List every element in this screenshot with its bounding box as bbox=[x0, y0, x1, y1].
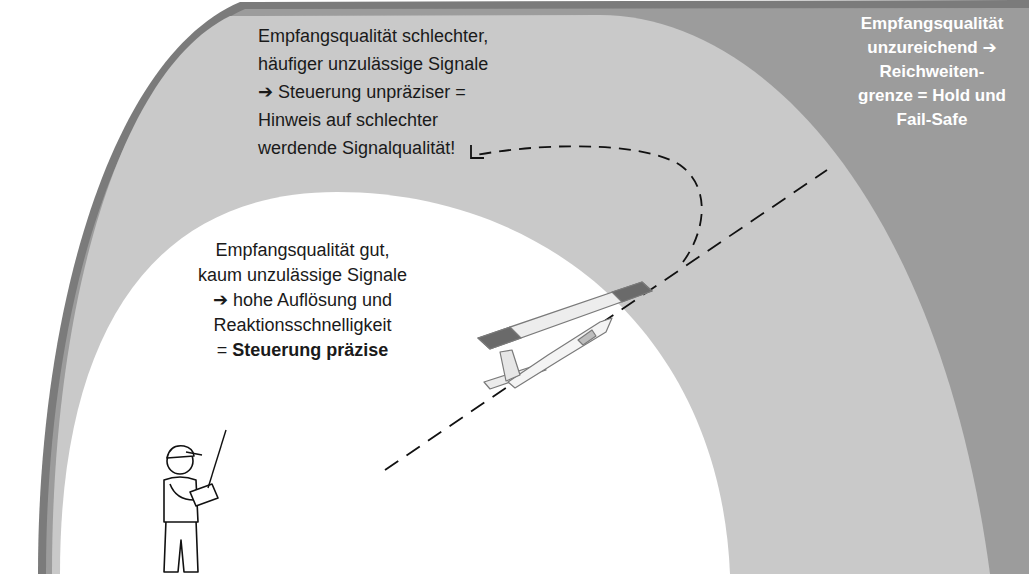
transmitter-antenna bbox=[208, 430, 226, 488]
airplane-cockpit bbox=[578, 330, 596, 345]
flight-loop bbox=[476, 146, 702, 262]
zone-text-block: Empfangsqualität schlechter, häufiger un… bbox=[258, 22, 503, 162]
pilot-cap-brim bbox=[186, 452, 202, 455]
zone-text-holder: Empfangsqualität gut, kaum unzulässige S… bbox=[195, 238, 410, 363]
flight-line bbox=[385, 170, 827, 470]
wing-tip-stripes bbox=[612, 282, 652, 302]
zone-text-holder: Empfangsqualität unzureichend ➔ Reichwei… bbox=[852, 12, 1012, 132]
zone-text-holder: Empfangsqualität schlechter, häufiger un… bbox=[258, 22, 503, 162]
zone-text-block: Empfangsqualität gut, kaum unzulässige S… bbox=[195, 238, 410, 363]
zone-fill bbox=[38, 0, 1029, 574]
zone-text: Steuerung präzise bbox=[232, 340, 388, 360]
loop-arrowhead bbox=[471, 145, 484, 158]
zone-text: Empfangsqualität schlechter, häufiger un… bbox=[258, 26, 488, 158]
pilot-figure bbox=[164, 430, 226, 572]
pilot-legs bbox=[164, 520, 198, 572]
transmitter bbox=[190, 484, 218, 506]
zone-text-block: Empfangsqualität unzureichend ➔ Reichwei… bbox=[852, 12, 1012, 132]
pilot-cap bbox=[167, 446, 194, 458]
reception-zone: Empfangsqualität gut, kaum unzulässige S… bbox=[60, 192, 730, 574]
zone-fill bbox=[60, 192, 730, 574]
zone-text: Empfangsqualität unzureichend ➔ Reichwei… bbox=[858, 14, 1006, 129]
zone-shape bbox=[60, 192, 730, 574]
model-airplane bbox=[478, 282, 652, 389]
airplane-fin bbox=[500, 350, 520, 381]
zone-fill bbox=[52, 15, 990, 574]
zone-fill bbox=[46, 8, 1029, 574]
airplane-wing bbox=[478, 282, 652, 349]
wing-tip-stripes bbox=[478, 327, 521, 349]
